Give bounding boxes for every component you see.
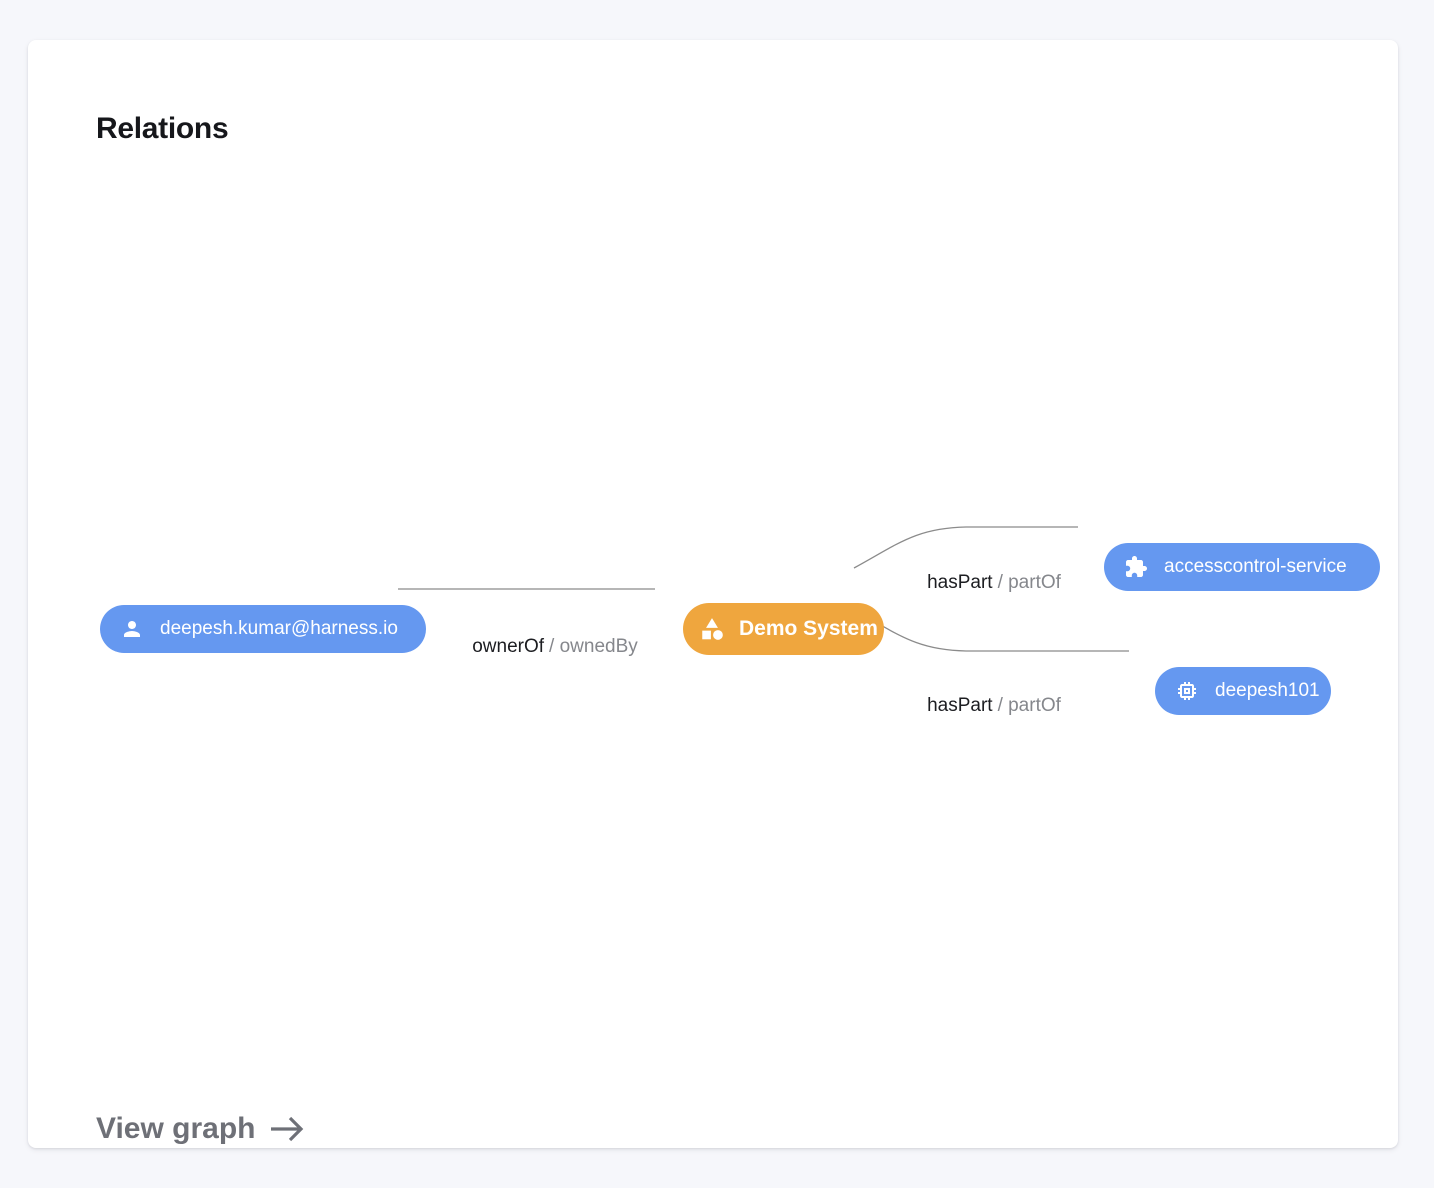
edge-label-haspart-top: hasPart/ partOf [927,572,1061,594]
node-label: deepesh.kumar@harness.io [160,618,398,639]
card-title: Relations [96,112,229,145]
edge-system-resource [853,609,1129,652]
edge-label-secondary: / ownedBy [549,636,638,657]
edge-system-service [853,526,1078,569]
node-demo-system[interactable]: Demo System [683,603,884,655]
view-graph-label: View graph [96,1112,256,1145]
edge-label-secondary: / partOf [997,572,1061,593]
edge-label-primary: hasPart [927,695,993,716]
node-label: accesscontrol-service [1164,556,1347,577]
node-deepesh101[interactable]: deepesh101 [1155,667,1331,715]
category-icon [699,616,725,642]
edge-label-primary: hasPart [927,572,993,593]
relations-card: Relations ownerOf/ ownedBy hasPart/ part… [28,40,1398,1148]
arrow-right-icon [268,1113,306,1145]
extension-icon [1124,555,1148,579]
node-label: deepesh101 [1215,680,1320,701]
node-label: Demo System [739,617,878,640]
node-accesscontrol-service[interactable]: accesscontrol-service [1104,543,1380,591]
edge-label-secondary: / partOf [997,695,1061,716]
person-icon [120,617,144,641]
memory-icon [1175,679,1199,703]
edge-label-haspart-bottom: hasPart/ partOf [927,695,1061,717]
node-user-deepesh-kumar[interactable]: deepesh.kumar@harness.io [100,605,426,653]
edge-label-primary: ownerOf [472,636,545,657]
edge-label-ownerof: ownerOf/ ownedBy [472,636,638,658]
view-graph-link[interactable]: View graph [96,1112,306,1146]
